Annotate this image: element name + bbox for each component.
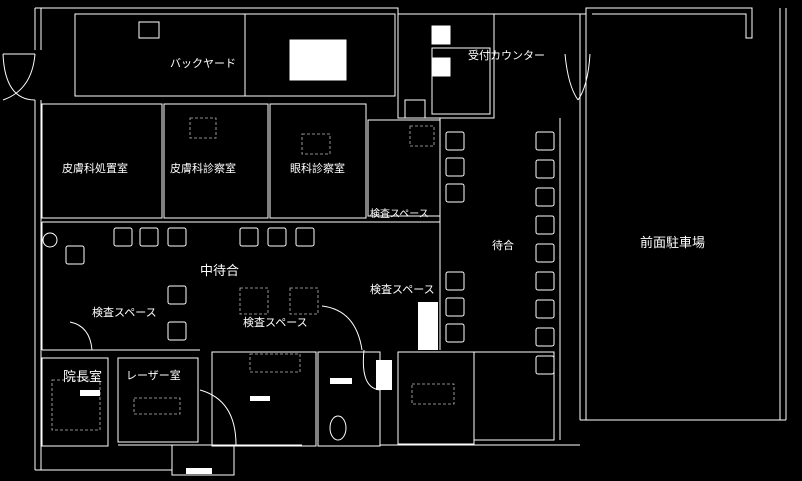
- room-label-exam-space-right: 検査スペース: [370, 283, 435, 296]
- room-label-exam-space-top: 検査スペース: [370, 209, 429, 220]
- bottom-right-room: [473, 351, 555, 441]
- white-fixture: [250, 396, 270, 401]
- outer-wall-right: [579, 8, 787, 421]
- room-label-derm-exam: 皮膚科診察室: [170, 162, 236, 175]
- white-fixture: [330, 378, 352, 384]
- room-label-director: 院長室: [63, 370, 103, 385]
- exam-desk-center-1: [239, 287, 269, 315]
- seat: [445, 183, 465, 203]
- room-label-laser: レーザー室: [126, 369, 181, 382]
- storage-shelf: [411, 383, 455, 405]
- reception-desk: [431, 47, 491, 115]
- room-label-inner-waiting: 中待合: [200, 264, 240, 279]
- white-fixture: [80, 390, 100, 396]
- seat: [167, 321, 187, 341]
- room-label-reception: 受付カウンター: [468, 49, 545, 62]
- room-label-exam-space-center: 検査スペース: [243, 316, 308, 329]
- seat: [295, 227, 315, 247]
- toilet: [329, 415, 347, 441]
- door-bottom: [199, 389, 237, 446]
- seat: [535, 187, 555, 207]
- derm-treatment-room: [41, 103, 163, 219]
- seat: [445, 271, 465, 291]
- seat: [267, 227, 287, 247]
- exam-desk-top: [409, 125, 435, 147]
- room-label-front-parking: 前面駐車場: [640, 236, 706, 251]
- room-label-backyard: バックヤード: [170, 57, 236, 70]
- waiting-wall: [439, 118, 561, 440]
- reception-chair-2: [431, 57, 451, 77]
- sink: [42, 232, 58, 248]
- backyard-room: [74, 13, 396, 97]
- entry-door-left: [2, 53, 36, 101]
- seat: [139, 227, 159, 247]
- white-fixture: [418, 302, 438, 350]
- lower-stair-box: [171, 444, 235, 476]
- seat: [535, 243, 555, 263]
- exam-desk-laser: [133, 397, 181, 415]
- seat: [445, 131, 465, 151]
- seat: [535, 271, 555, 291]
- reception-area: [397, 13, 495, 119]
- seat: [535, 159, 555, 179]
- bottom-wall: [118, 444, 580, 470]
- exam-desk-center-2: [289, 287, 319, 315]
- seat: [535, 131, 555, 151]
- white-fixture: [376, 360, 392, 390]
- exam-desk-derm: [189, 117, 217, 139]
- exam-desk-eye: [301, 133, 331, 155]
- door-inner: [321, 305, 363, 351]
- seat: [239, 227, 259, 247]
- outer-wall: [35, 7, 753, 39]
- exam-desk-bottom: [249, 353, 301, 373]
- seat: [113, 227, 133, 247]
- seat: [445, 297, 465, 317]
- room-label-eye-exam: 眼科診察室: [290, 162, 345, 175]
- laser-room: [117, 357, 199, 443]
- room-label-waiting: 待合: [492, 239, 514, 252]
- seat: [445, 157, 465, 177]
- seat: [445, 323, 465, 343]
- seat: [535, 327, 555, 347]
- room-label-derm-treatment: 皮膚科処置室: [62, 162, 128, 175]
- toilet-room: [317, 351, 381, 447]
- seat: [65, 245, 85, 265]
- door-director: [69, 321, 93, 351]
- reception-counter-small: [404, 99, 426, 119]
- seat: [535, 215, 555, 235]
- inner-waiting-wall: [41, 221, 440, 351]
- eye-exam-room: [269, 103, 367, 219]
- backyard-white-block: [289, 39, 347, 81]
- director-desk: [51, 379, 101, 431]
- seat: [535, 355, 555, 375]
- seat: [167, 227, 187, 247]
- backyard-box: [138, 21, 160, 39]
- entry-door-right: [564, 53, 591, 101]
- exam-room-bottom: [211, 351, 317, 447]
- reception-chair-1: [431, 25, 451, 45]
- exam-space-top-area: [367, 119, 441, 217]
- director-room: [41, 357, 109, 447]
- derm-exam-room: [163, 103, 269, 219]
- outer-wall-left: [34, 8, 172, 471]
- seat: [535, 299, 555, 319]
- seat: [167, 285, 187, 305]
- storage-room: [397, 351, 475, 445]
- room-label-exam-space-left: 検査スペース: [92, 306, 157, 319]
- white-fixture: [186, 468, 212, 474]
